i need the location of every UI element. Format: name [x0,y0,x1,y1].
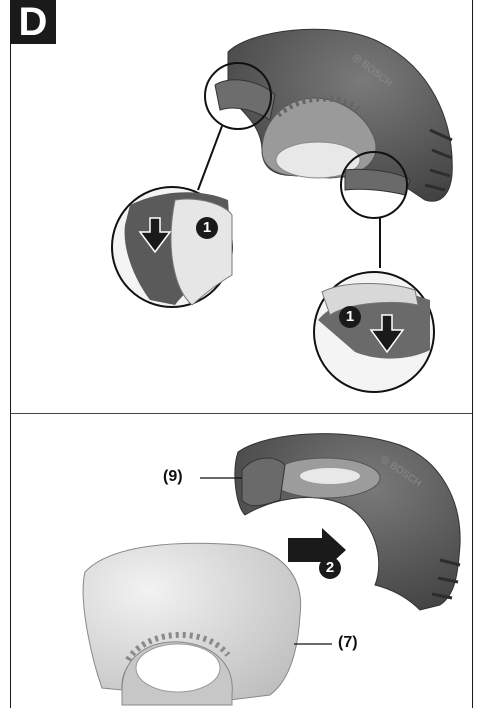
label-part-9: (9) [163,468,183,486]
guard-top [215,29,452,201]
guard-part-7 [83,543,301,705]
callout-1-right: 1 [339,306,361,328]
zoom-detail-1 [112,187,232,307]
zoom-detail-2 [314,272,434,392]
callout-1-left: 1 [196,217,218,239]
callout-2: 2 [319,557,341,579]
label-part-7: (7) [338,634,358,652]
